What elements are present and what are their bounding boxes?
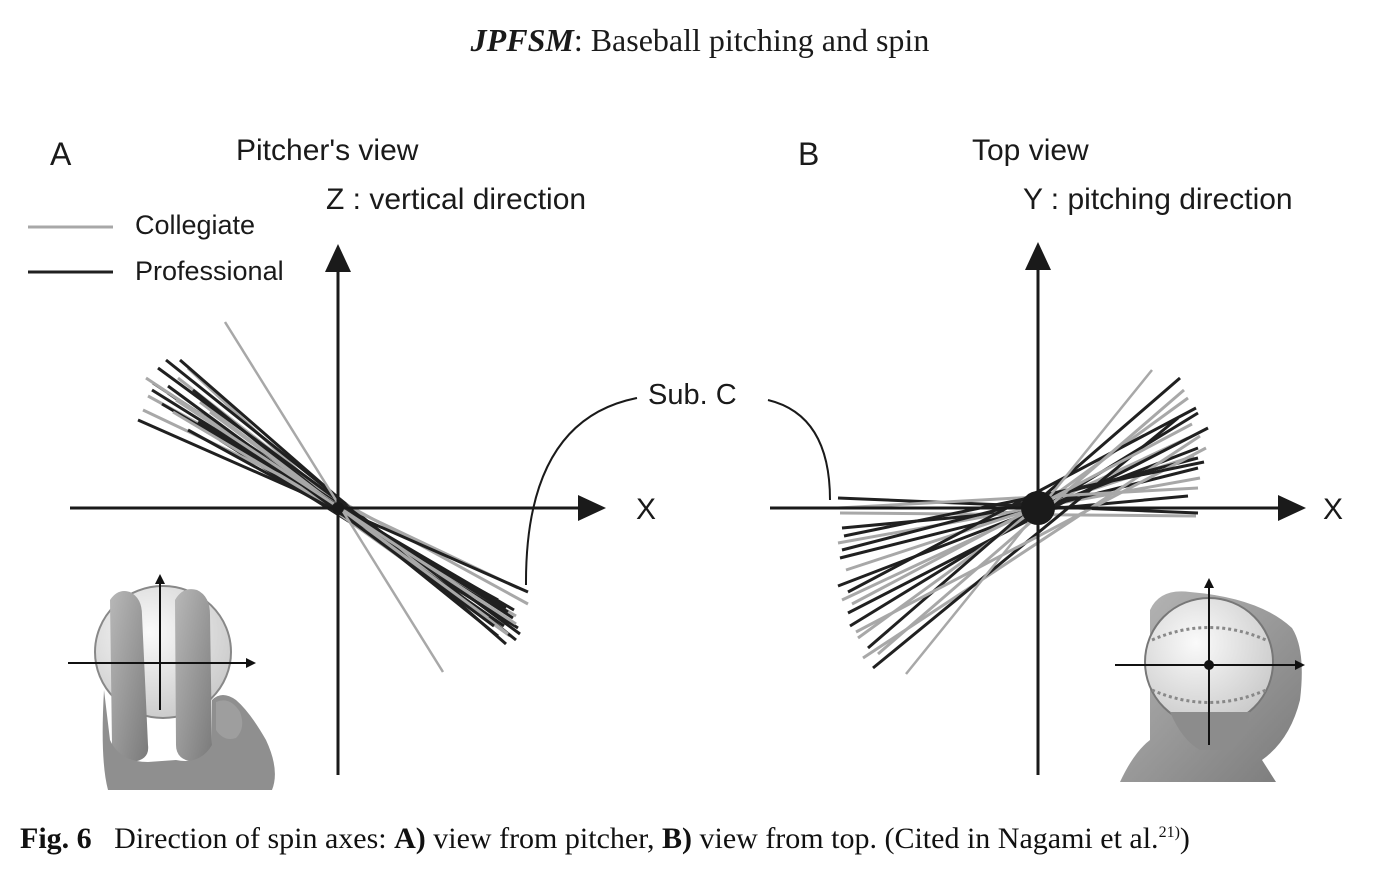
axes-panel-b	[770, 242, 1306, 775]
panel-title-a: Pitcher's view	[236, 134, 419, 167]
caption-b: B)	[662, 822, 692, 855]
grip-illustration-b	[1115, 578, 1305, 782]
spin-axis-line	[837, 476, 1201, 545]
y-axis-arrowhead	[1025, 242, 1051, 270]
spin-axis-line	[857, 396, 1189, 640]
spin-axes-pitcher-view	[137, 321, 529, 673]
journal-name: JPFSM	[470, 22, 574, 58]
x-axis-arrowhead-a	[578, 495, 606, 521]
legend-collegiate-label: Collegiate	[135, 210, 256, 240]
caption-text-1: Direction of spin axes:	[114, 822, 387, 855]
y-axis-label: Y : pitching direction	[1023, 183, 1293, 216]
x-axis-arrowhead-b	[1278, 495, 1306, 521]
journal-header: JPFSM: Baseball pitching and spin	[0, 22, 1400, 59]
spin-axis-line	[167, 384, 495, 628]
caption-fig-number: Fig. 6	[20, 822, 92, 855]
figure-caption: Fig. 6 Direction of spin axes: A) view f…	[20, 822, 1190, 856]
caption-text-4: )	[1179, 822, 1190, 855]
axes-panel-a	[70, 244, 606, 775]
spin-axis-line	[851, 422, 1193, 606]
caption-reference: 21)	[1158, 824, 1180, 841]
sub-c-connector-a	[524, 397, 638, 586]
sub-c-connector-b	[767, 399, 831, 501]
panel-letter-a: A	[50, 136, 72, 172]
caption-text-3: view from top. (Cited in Nagami et al.	[699, 822, 1159, 855]
header-title: Baseball pitching and spin	[590, 22, 930, 58]
caption-a: A)	[394, 822, 426, 855]
z-axis-label: Z : vertical direction	[326, 183, 587, 216]
spin-axis-line	[223, 321, 445, 673]
legend-professional-label: Professional	[135, 256, 284, 286]
panel-letter-b: B	[798, 136, 820, 172]
spin-axis-line	[841, 456, 1199, 552]
z-axis-arrowhead	[325, 244, 351, 272]
caption-text-2: view from pitcher,	[433, 822, 655, 855]
panel-title-b: Top view	[972, 134, 1089, 167]
origin-dot-b	[1021, 491, 1055, 525]
sub-c-label: Sub. C	[648, 379, 737, 411]
grip-illustration-a	[68, 574, 275, 790]
spin-axis-line	[837, 486, 1199, 510]
spin-axis-line	[855, 446, 1207, 634]
x-axis-label-a: X	[636, 493, 657, 526]
header-separator: :	[573, 22, 583, 58]
x-axis-label-b: X	[1323, 493, 1344, 526]
